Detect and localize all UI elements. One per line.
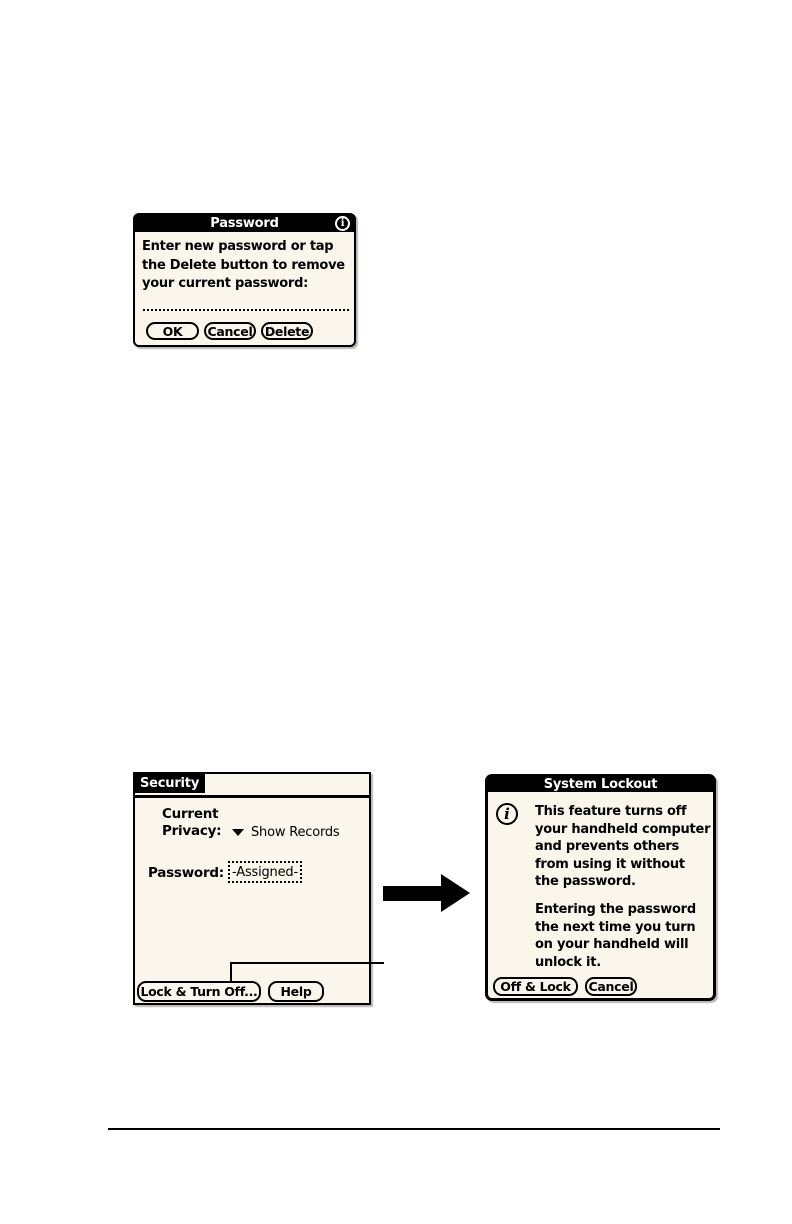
- password-label: Password:: [148, 865, 224, 881]
- arrow-head-icon: [441, 874, 470, 912]
- security-screen-title-tab: Security: [135, 774, 205, 793]
- dropdown-arrow-icon: [232, 829, 244, 836]
- password-dialog: Password i Enter new password or tap the…: [133, 213, 356, 347]
- delete-button[interactable]: Delete: [261, 322, 313, 340]
- password-assigned-value: -Assigned-: [232, 864, 298, 880]
- title-rule: [135, 795, 369, 798]
- system-lockout-title: System Lockout: [543, 777, 658, 792]
- security-screen: Security Current Privacy: Show Records P…: [133, 772, 371, 1005]
- lockout-message-paragraph-2: Entering the password the next time you …: [535, 902, 696, 970]
- lock-and-turn-off-button[interactable]: Lock & Turn Off...: [137, 981, 261, 1002]
- system-lockout-titlebar: System Lockout: [488, 777, 713, 792]
- privacy-dropdown[interactable]: Show Records: [232, 824, 340, 841]
- security-screen-title: Security: [140, 776, 200, 791]
- ok-button[interactable]: OK: [146, 322, 199, 340]
- info-icon[interactable]: i: [496, 803, 518, 825]
- arrow-icon: [383, 886, 443, 901]
- callout-line-vertical: [230, 962, 232, 982]
- password-assigned-field[interactable]: -Assigned-: [228, 861, 302, 883]
- lockout-message-paragraph-1: This feature turns off your handheld com…: [535, 804, 711, 889]
- off-and-lock-button[interactable]: Off & Lock: [493, 977, 578, 996]
- footer-rule: [108, 1128, 720, 1130]
- cancel-button[interactable]: Cancel: [585, 977, 637, 996]
- callout-line-horizontal: [230, 962, 384, 964]
- password-dialog-titlebar: Password i: [135, 215, 354, 232]
- info-icon[interactable]: i: [335, 216, 350, 231]
- password-dialog-title: Password: [210, 216, 279, 231]
- password-entry-field[interactable]: [143, 309, 349, 311]
- cancel-button[interactable]: Cancel: [204, 322, 256, 340]
- system-lockout-dialog: System Lockout i This feature turns off …: [485, 774, 716, 1001]
- help-button[interactable]: Help: [268, 981, 324, 1002]
- current-privacy-label: Current Privacy:: [162, 806, 222, 839]
- privacy-selected-value: Show Records: [251, 825, 340, 840]
- password-dialog-message: Enter new password or tap the Delete but…: [142, 239, 345, 291]
